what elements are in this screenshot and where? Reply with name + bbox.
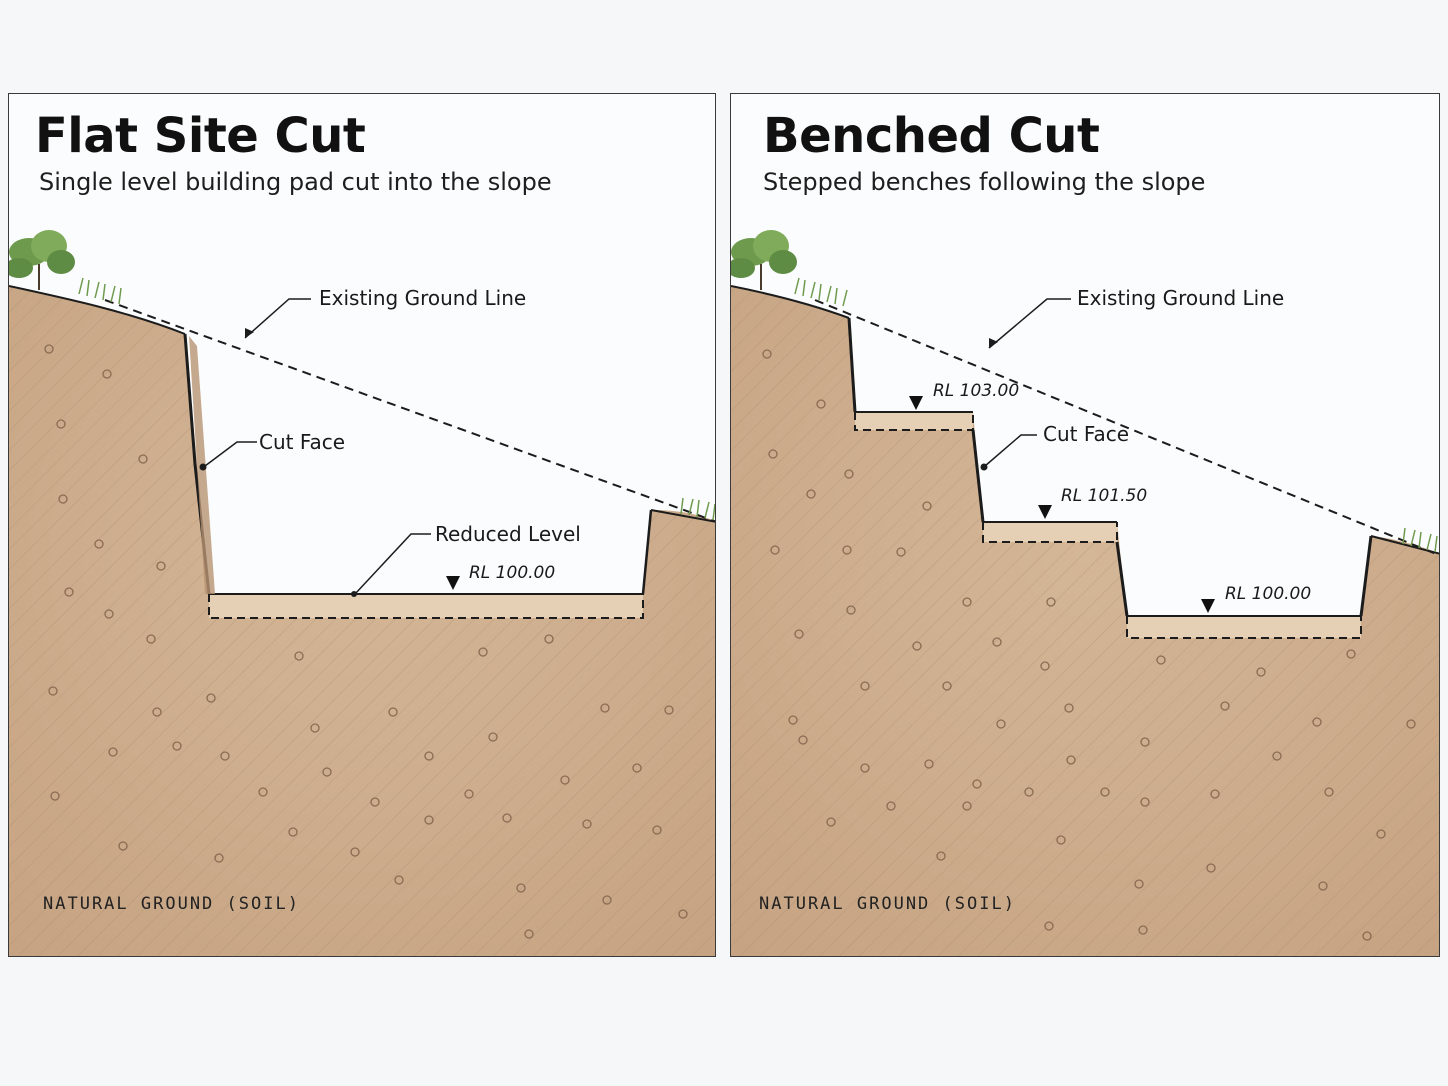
panel-title: Benched Cut [763,108,1100,164]
grass-icon [78,277,715,521]
cut-face-label: Cut Face [1043,422,1129,446]
rl-marker-lower-icon [1201,599,1215,613]
existing-ground-line [104,299,715,523]
panel-title: Flat Site Cut [35,108,366,164]
flat-cut-diagram: RL 100.00 Existing Ground Line Cut Face … [9,230,715,956]
benched-cut-panel: RL 103.00 RL 101.50 RL 100.00 Existing G… [730,93,1440,957]
pebbles [44,344,688,939]
rl-main-label: RL 100.00 [469,563,555,583]
grass-icon [794,277,1438,553]
panel-subtitle: Single level building pad cut into the s… [39,168,552,196]
bench-middle [983,522,1117,542]
tree-icon [9,230,75,290]
reduced-level-label: Reduced Level [435,522,581,546]
existing-ground-line [814,299,1439,557]
rl-middle-label: RL 101.50 [1061,486,1147,506]
building-pad [209,594,643,618]
tree-icon [731,230,797,290]
flat-site-cut-panel: RL 100.00 Existing Ground Line Cut Face … [8,93,716,957]
soil-label: NATURAL GROUND (SOIL) [43,894,300,914]
cut-face-label: Cut Face [259,430,345,454]
cut-face-right [641,509,653,595]
bench-lower [1127,616,1361,638]
rl-upper-label: RL 103.00 [933,381,1019,401]
rl-marker-icon [446,576,460,590]
rl-lower-label: RL 100.00 [1225,584,1311,604]
rl-marker-middle-icon [1038,505,1052,519]
panel-subtitle: Stepped benches following the slope [763,168,1206,196]
bench-upper [855,412,973,430]
rl-marker-upper-icon [909,396,923,410]
benched-cut-diagram: RL 103.00 RL 101.50 RL 100.00 Existing G… [731,230,1439,956]
existing-ground-label: Existing Ground Line [319,286,526,310]
pebbles [762,349,1416,941]
existing-ground-label: Existing Ground Line [1077,286,1284,310]
soil-label: NATURAL GROUND (SOIL) [759,894,1016,914]
cut-faces [847,317,1373,617]
